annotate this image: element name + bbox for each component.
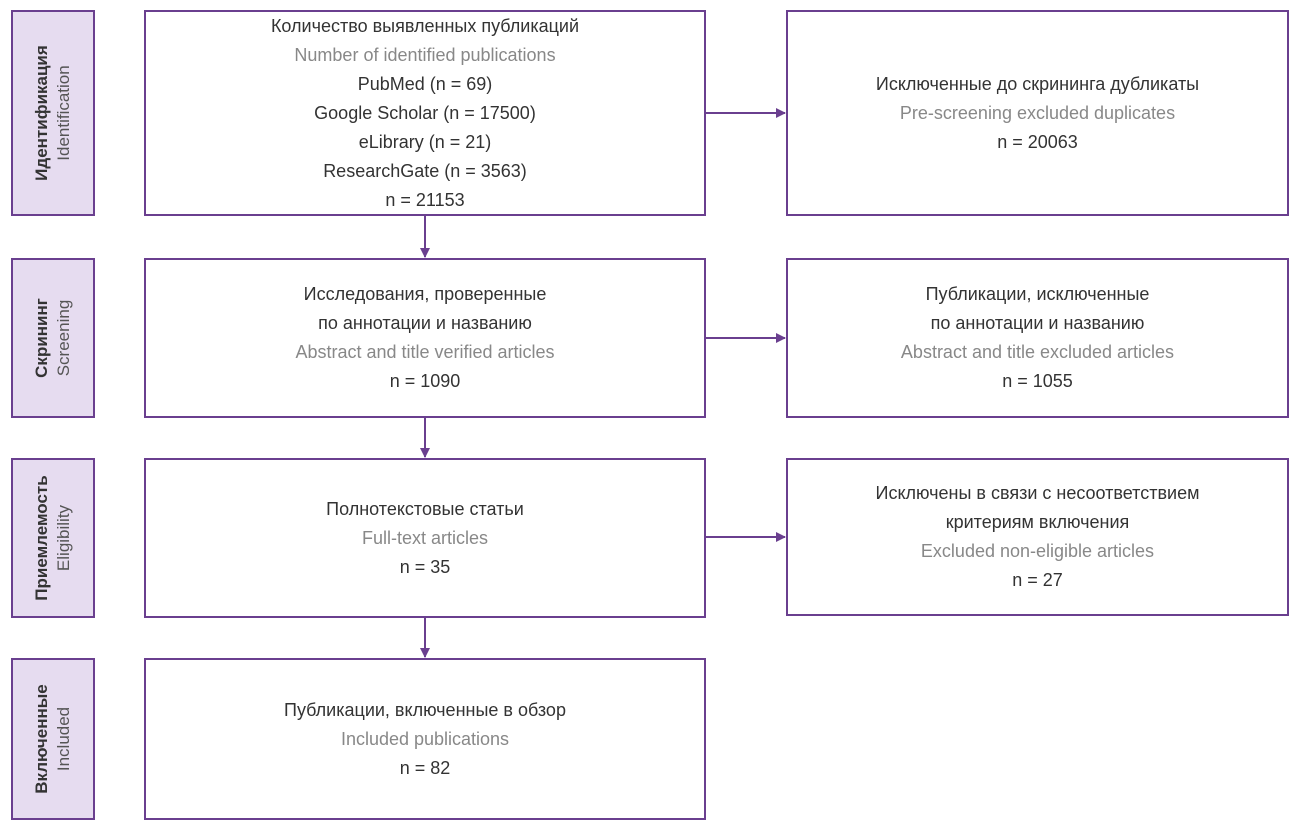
screen-excluded-box: Публикации, исключенные по аннотации и н… — [786, 258, 1289, 418]
source-researchgate: ResearchGate (n = 3563) — [323, 160, 527, 181]
noneligible-count: n = 27 — [1012, 570, 1063, 590]
fulltext-title-en: Full-text articles — [361, 527, 489, 548]
stage-identification: Идентификация Identification — [11, 10, 95, 216]
noneligible-title-ru-1: Исключены в связи с несоответствием — [875, 483, 1200, 503]
noneligible-box: Исключены в связи с несоответствием крит… — [786, 458, 1289, 616]
stage-screening: Скрининг Screening — [11, 258, 95, 418]
screen-excluded-title-ru-1: Публикации, исключенные — [925, 284, 1150, 304]
noneligible-title-en: Excluded non-eligible articles — [920, 541, 1155, 561]
screened-box: Исследования, проверенные по аннотации и… — [144, 258, 706, 418]
stage-eligibility: Приемлемость Eligibility — [11, 458, 95, 618]
fulltext-box: Полнотекстовые статьи Full-text articles… — [144, 458, 706, 618]
identified-box: Количество выявленных публикаций Number … — [144, 10, 706, 216]
duplicates-title-ru: Исключенные до скрининга дубликаты — [875, 73, 1200, 94]
screen-excluded-title-ru-2: по аннотации и названию — [930, 313, 1145, 333]
screen-excluded-title-en: Abstract and title excluded articles — [900, 342, 1175, 362]
source-elibrary: eLibrary (n = 21) — [358, 131, 492, 152]
source-pubmed: PubMed (n = 69) — [357, 73, 493, 94]
identified-title-ru: Количество выявленных публикаций — [270, 15, 580, 36]
included-box: Публикации, включенные в обзор Included … — [144, 658, 706, 820]
included-count: n = 82 — [399, 757, 451, 778]
screen-excluded-count: n = 1055 — [1002, 371, 1073, 391]
duplicates-title-en: Pre-screening excluded duplicates — [899, 102, 1176, 123]
screened-count: n = 1090 — [389, 371, 461, 391]
screened-title-ru-2: по аннотации и названию — [318, 313, 532, 333]
included-title-ru: Публикации, включенные в обзор — [284, 699, 566, 720]
included-title-en: Included publications — [340, 728, 510, 749]
screened-title-ru-1: Исследования, проверенные — [303, 284, 547, 304]
duplicates-count: n = 20063 — [997, 131, 1078, 152]
fulltext-title-ru: Полнотекстовые статьи — [326, 498, 524, 519]
stage-included: Включенные Included — [11, 658, 95, 820]
fulltext-count: n = 35 — [399, 556, 451, 577]
screened-title-en: Abstract and title verified articles — [295, 342, 555, 362]
identified-count: n = 21153 — [385, 189, 465, 210]
duplicates-box: Исключенные до скрининга дубликаты Pre-s… — [786, 10, 1289, 216]
noneligible-title-ru-2: критериям включения — [945, 512, 1130, 532]
source-google-scholar: Google Scholar (n = 17500) — [314, 102, 536, 123]
identified-title-en: Number of identified publications — [294, 44, 556, 65]
